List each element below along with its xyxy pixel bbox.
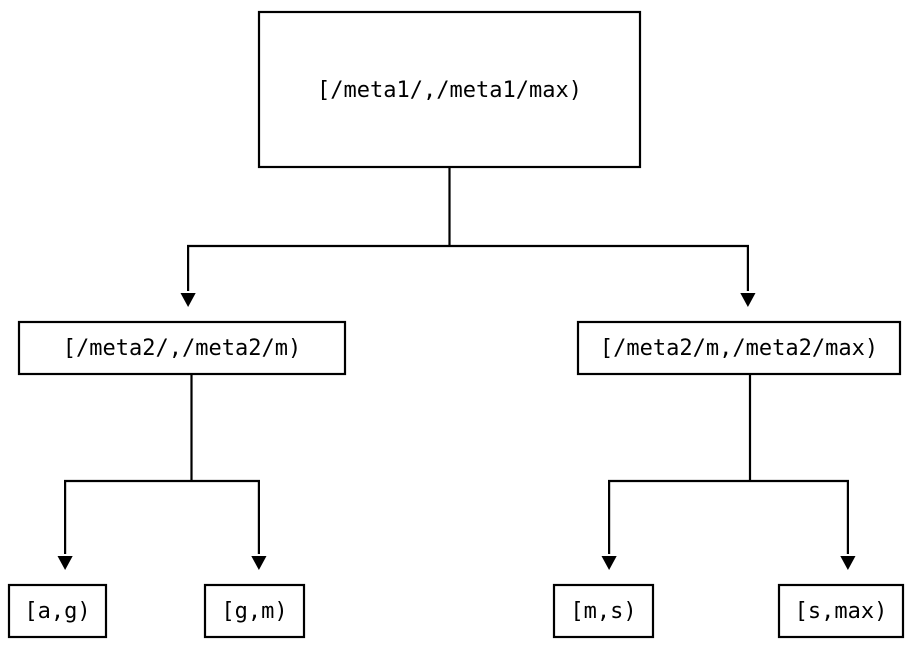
node-root[interactable]: [/meta1/,/meta1/max) [257,10,642,169]
node-leaf-a-g-box[interactable] [7,583,108,639]
node-root-label: [/meta1/,/meta1/max) [317,78,582,103]
node-leaf-g-m-label: [g,m) [221,599,287,624]
node-mid-right-label: [/meta2/m,/meta2/max) [600,336,878,361]
node-leaf-a-g-label: [a,g) [24,599,90,624]
edge-group-midright-to-leaves [601,374,856,570]
arrowhead-mid-left [180,293,196,307]
node-root-box[interactable] [257,10,642,169]
node-mid-right-box[interactable] [576,320,902,376]
node-leaf-g-m-box[interactable] [203,583,306,639]
edge-group-root-to-mid [180,167,756,307]
arrowhead-leaf-m-s [601,556,617,570]
arrowhead-leaf-g-m [251,556,267,570]
node-leaf-m-s-label: [m,s) [570,599,636,624]
arrowhead-mid-right [740,293,756,307]
arrowhead-leaf-s-max [840,556,856,570]
node-leaf-s-max[interactable]: [s,max) [777,583,905,639]
node-leaf-a-g[interactable]: [a,g) [7,583,108,639]
node-leaf-g-m[interactable]: [g,m) [203,583,306,639]
edge-group-midleft-to-leaves [57,374,267,570]
node-mid-left-label: [/meta2/,/meta2/m) [63,336,301,361]
node-leaf-m-s[interactable]: [m,s) [552,583,655,639]
node-leaf-s-max-label: [s,max) [795,599,888,624]
node-mid-right[interactable]: [/meta2/m,/meta2/max) [576,320,902,376]
arrowhead-leaf-a-g [57,556,73,570]
node-mid-left[interactable]: [/meta2/,/meta2/m) [17,320,347,376]
node-leaf-m-s-box[interactable] [552,583,655,639]
node-leaf-s-max-box[interactable] [777,583,905,639]
node-mid-left-box[interactable] [17,320,347,376]
